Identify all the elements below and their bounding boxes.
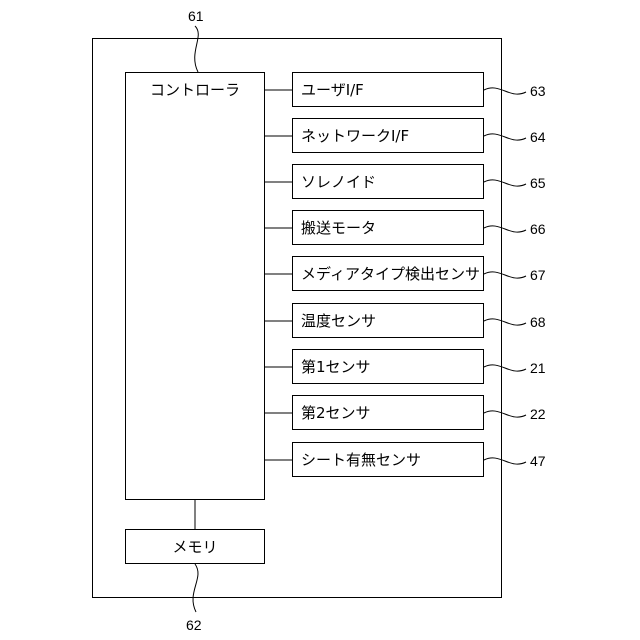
peripheral-ref: 21 bbox=[530, 360, 546, 376]
memory-label: メモリ bbox=[172, 536, 217, 557]
peripheral-label: 搬送モータ bbox=[301, 217, 376, 238]
ref-controller: 61 bbox=[188, 8, 204, 24]
peripheral-label: 第2センサ bbox=[301, 402, 371, 423]
peripheral-block: ユーザI/F bbox=[292, 72, 484, 107]
leader-68 bbox=[484, 319, 526, 325]
peripheral-ref: 68 bbox=[530, 314, 546, 330]
controller-label: コントローラ bbox=[126, 79, 264, 100]
peripheral-block: メディアタイプ検出センサ bbox=[292, 256, 484, 291]
peripheral-ref: 66 bbox=[530, 221, 546, 237]
leader-61 bbox=[195, 26, 199, 72]
peripheral-label: メディアタイプ検出センサ bbox=[301, 263, 480, 284]
peripheral-ref: 47 bbox=[530, 453, 546, 469]
peripheral-ref: 65 bbox=[530, 175, 546, 191]
peripheral-ref: 22 bbox=[530, 406, 546, 422]
peripheral-ref: 67 bbox=[530, 267, 546, 283]
leader-22 bbox=[484, 411, 526, 417]
leader-47 bbox=[484, 458, 526, 464]
peripheral-block: ネットワークI/F bbox=[292, 118, 484, 153]
leader-63 bbox=[484, 88, 526, 94]
leader-62 bbox=[193, 564, 198, 612]
leader-66 bbox=[484, 226, 526, 232]
peripheral-label: ソレノイド bbox=[301, 171, 376, 192]
controller-block: コントローラ bbox=[125, 72, 265, 500]
peripheral-block: 第1センサ bbox=[292, 349, 484, 384]
leader-67 bbox=[484, 272, 526, 278]
peripheral-label: ユーザI/F bbox=[301, 79, 364, 100]
leader-64 bbox=[484, 134, 526, 140]
memory-block: メモリ bbox=[125, 529, 265, 564]
peripheral-block: 搬送モータ bbox=[292, 210, 484, 245]
peripheral-label: 第1センサ bbox=[301, 356, 371, 377]
peripheral-ref: 64 bbox=[530, 129, 546, 145]
peripheral-block: シート有無センサ bbox=[292, 442, 484, 477]
peripheral-label: シート有無センサ bbox=[301, 449, 421, 470]
ref-memory: 62 bbox=[186, 617, 202, 633]
leader-21 bbox=[484, 365, 526, 371]
peripheral-ref: 63 bbox=[530, 83, 546, 99]
peripheral-block: 第2センサ bbox=[292, 395, 484, 430]
peripheral-block: 温度センサ bbox=[292, 303, 484, 338]
peripheral-label: ネットワークI/F bbox=[301, 125, 409, 146]
leader-65 bbox=[484, 180, 526, 186]
peripheral-label: 温度センサ bbox=[301, 310, 376, 331]
peripheral-block: ソレノイド bbox=[292, 164, 484, 199]
